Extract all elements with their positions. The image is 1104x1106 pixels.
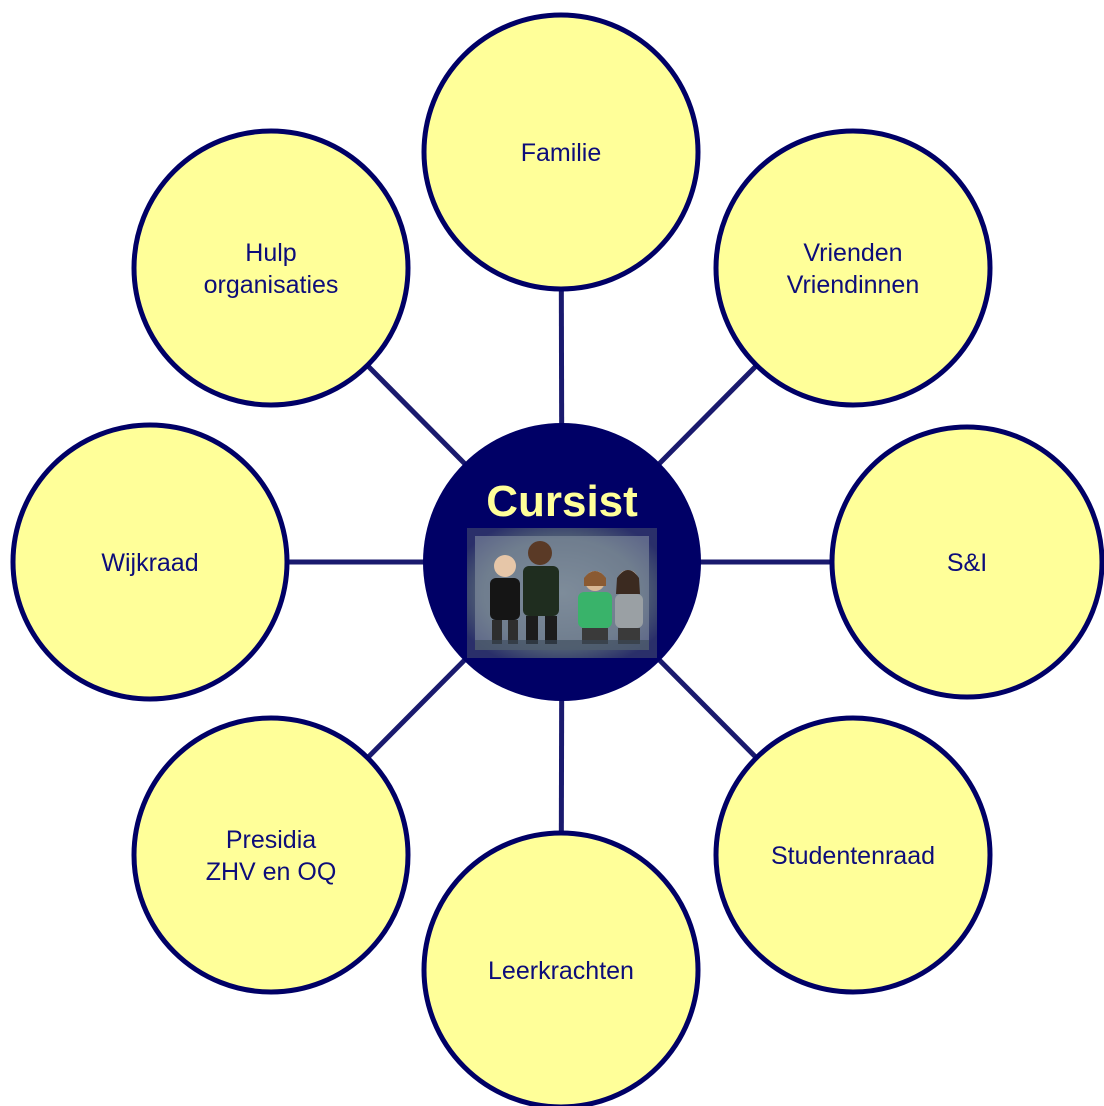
person-3-figure — [578, 571, 612, 644]
node-circle-vrienden — [713, 128, 993, 408]
node-circle-si — [829, 424, 1104, 700]
node-label-studentenraad: Studentenraad — [771, 842, 935, 870]
node-label-presidia: Presidia — [226, 826, 316, 854]
connector-presidia — [364, 656, 469, 761]
outer-nodes: FamilieVriendenVriendinnenS&IStudentenra… — [10, 12, 1104, 1106]
node-label-vrienden: Vriendinnen — [787, 271, 920, 299]
node-label-hulp: organisaties — [204, 271, 339, 299]
node-label-hulp: Hulp — [245, 239, 296, 267]
node-label-wijkraad: Wijkraad — [101, 549, 198, 577]
connector-hulp — [364, 362, 469, 468]
center-photo — [467, 528, 657, 658]
node-circle-leerkrachten — [421, 830, 701, 1106]
node-label-leerkrachten: Leerkrachten — [488, 957, 634, 985]
node-circle-hulp — [131, 128, 411, 408]
node-label-familie: Familie — [521, 139, 602, 167]
person-4-figure — [615, 570, 643, 644]
photo-floor — [475, 640, 649, 650]
connector-lines — [285, 286, 834, 836]
node-label-si: S&I — [947, 549, 987, 577]
center-node: Cursist — [423, 423, 701, 701]
node-label-vrienden: Vrienden — [803, 239, 902, 267]
connector-studentenraad — [655, 656, 760, 761]
connector-vrienden — [655, 362, 760, 468]
person-1-figure — [490, 555, 520, 644]
center-title: Cursist — [486, 477, 638, 526]
node-wijkraad: Wijkraad — [10, 422, 290, 702]
node-circle-studentenraad — [713, 715, 993, 995]
node-si: S&I — [829, 424, 1104, 700]
person-2-figure — [523, 541, 559, 644]
node-familie: Familie — [421, 12, 701, 292]
node-hulp: Hulp organisaties — [131, 128, 411, 408]
node-studentenraad: Studentenraad — [713, 715, 993, 995]
node-circle-wijkraad — [10, 422, 290, 702]
node-circle-familie — [421, 12, 701, 292]
node-circle-presidia — [131, 715, 411, 995]
node-label-presidia: ZHV en OQ — [206, 858, 337, 886]
node-leerkrachten: Leerkrachten — [421, 830, 701, 1106]
